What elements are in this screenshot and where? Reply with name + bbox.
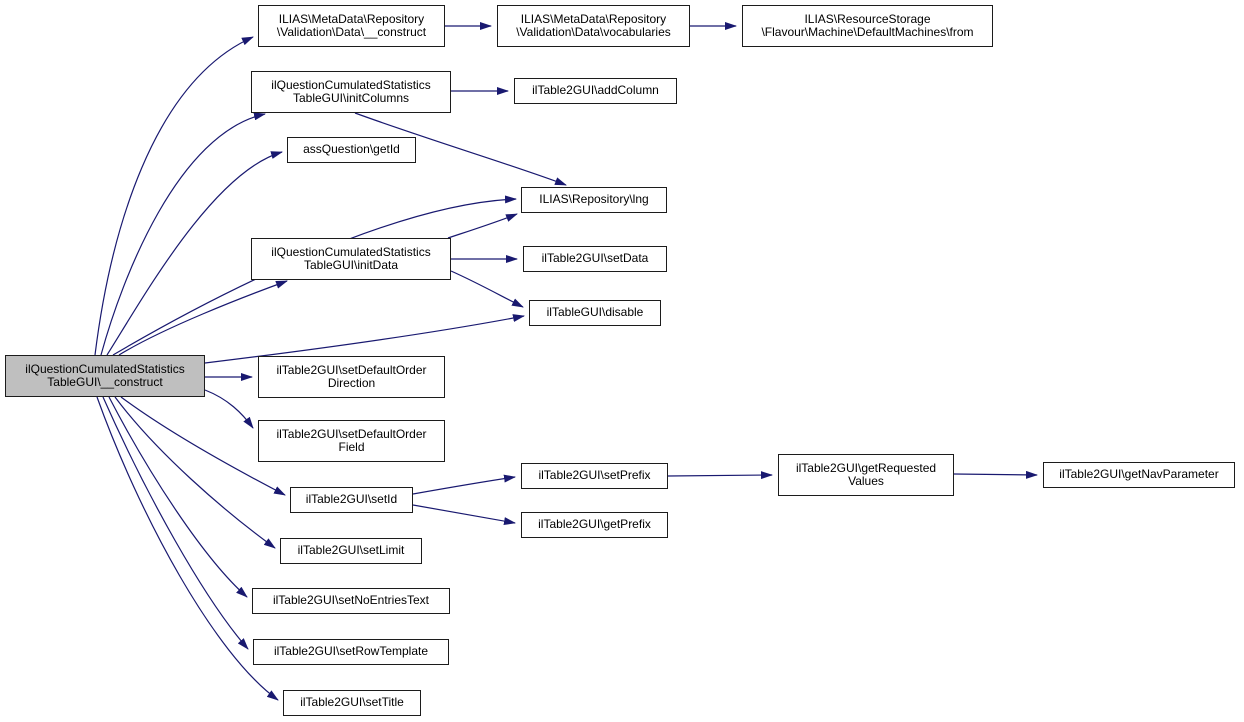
edge-root-init-data [118,280,288,356]
edge-set-id-get-prefix [412,504,516,526]
graph-node-init-columns[interactable]: ilQuestionCumulatedStatistics TableGUI\i… [251,71,451,113]
edge-init-data-lng [447,213,518,239]
edge-root-md-construct [94,36,254,356]
graph-node-set-title[interactable]: ilTable2GUI\setTitle [283,690,421,716]
edge-root-set-default-order-field [204,389,254,429]
graph-node-get-nav-parameter[interactable]: ilTable2GUI\getNavParameter [1043,462,1235,488]
edge-root-set-limit [114,396,276,549]
edge-root-set-id [120,396,286,496]
edge-root-set-no-entries-text [108,396,248,598]
graph-node-metadata-vocabularies[interactable]: ILIAS\MetaData\Repository \Validation\Da… [497,5,690,47]
graph-node-set-id[interactable]: ilTable2GUI\setId [290,487,413,513]
graph-node-set-limit[interactable]: ilTable2GUI\setLimit [280,538,422,564]
edge-root-set-title [96,396,279,701]
graph-node-get-prefix[interactable]: ilTable2GUI\getPrefix [521,512,668,538]
edge-init-data-disable [450,270,524,308]
graph-node-root-construct: ilQuestionCumulatedStatistics TableGUI\_… [5,355,205,397]
graph-node-metadata-construct[interactable]: ILIAS\MetaData\Repository \Validation\Da… [258,5,445,47]
graph-node-get-requested-values[interactable]: ilTable2GUI\getRequested Values [778,454,954,496]
edge-get-requested-values-get-nav-parameter [953,470,1038,479]
graph-node-repository-lng[interactable]: ILIAS\Repository\lng [521,187,667,213]
edge-set-id-set-prefix [412,474,516,495]
graph-node-init-data[interactable]: ilQuestionCumulatedStatistics TableGUI\i… [251,238,451,280]
graph-node-set-row-template[interactable]: ilTable2GUI\setRowTemplate [253,639,449,665]
edge-set-prefix-get-requested-values [667,471,773,480]
graph-node-ass-question-get-id[interactable]: assQuestion\getId [287,137,416,163]
graph-node-set-default-order-direction[interactable]: ilTable2GUI\setDefaultOrder Direction [258,356,445,398]
graph-node-set-default-order-field[interactable]: ilTable2GUI\setDefaultOrder Field [258,420,445,462]
graph-node-resourcestorage-from[interactable]: ILIAS\ResourceStorage \Flavour\Machine\D… [742,5,993,47]
edge-init-columns-lng [354,112,567,186]
edge-root-ass-get-id [106,151,283,356]
edge-root-init-columns [100,112,266,356]
graph-node-disable[interactable]: ilTableGUI\disable [529,300,661,326]
graph-node-set-no-entries-text[interactable]: ilTable2GUI\setNoEntriesText [252,588,450,614]
edge-root-disable [204,314,525,364]
edge-root-set-row-template [102,396,249,650]
graph-node-set-data[interactable]: ilTable2GUI\setData [523,246,667,272]
graph-node-add-column[interactable]: ilTable2GUI\addColumn [514,78,677,104]
graph-node-set-prefix[interactable]: ilTable2GUI\setPrefix [521,463,668,489]
